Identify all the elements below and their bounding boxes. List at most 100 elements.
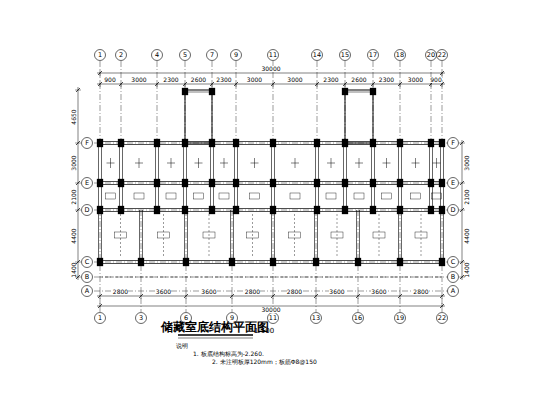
plan-line [98, 143, 99, 210]
plan-rect [270, 206, 276, 214]
plan-line [236, 81, 237, 87]
plan-line [343, 82, 347, 86]
plan-line [440, 71, 444, 75]
plan-line [119, 82, 123, 86]
plan-line [119, 143, 120, 210]
axis-bubble [82, 272, 93, 283]
plan-line [163, 214, 164, 258]
plan-rect [97, 179, 103, 187]
plan-rect [326, 193, 336, 199]
plan-rect [373, 232, 385, 238]
plan-line [212, 81, 213, 87]
axis-label: D [84, 207, 89, 214]
plan-line [295, 158, 296, 168]
plan-line [230, 294, 234, 298]
plan-rect [270, 139, 276, 147]
plan-line [234, 143, 235, 210]
plan-rect [166, 193, 176, 199]
plan-line [314, 294, 318, 298]
axis-bubble [353, 313, 364, 324]
dimension-text: 2800 [413, 289, 428, 295]
plan-rect [138, 258, 144, 266]
plan-line [440, 143, 441, 210]
plan-line [274, 210, 275, 262]
plan-rect [313, 258, 319, 266]
dimension-text: 3000 [464, 155, 470, 170]
axis-bubble [448, 272, 459, 283]
plan-rect [182, 206, 188, 214]
plan-line [94, 291, 448, 292]
plan-line [236, 61, 237, 143]
dimension-text: 2300 [163, 77, 178, 83]
dimension-text: 3000 [287, 77, 302, 83]
plan-rect [229, 258, 235, 266]
plan-line [442, 293, 443, 299]
plan-rect [154, 206, 160, 214]
plan-line [98, 294, 102, 298]
dimension-text: 3600 [329, 289, 344, 295]
axis-label: 9 [234, 52, 238, 59]
plan-line [398, 294, 402, 298]
plan-rect [342, 179, 348, 187]
plan-rect [439, 179, 445, 187]
plan-rect [331, 232, 343, 238]
plan-rect [209, 139, 215, 147]
plan-line [459, 143, 465, 144]
plan-rect [411, 193, 421, 199]
plan-line [171, 158, 172, 168]
plan-line [237, 143, 238, 210]
plan-line [75, 210, 81, 211]
plan-line [371, 143, 372, 210]
plan-line [210, 82, 214, 86]
axis-label: 17 [369, 52, 377, 59]
plan-rect [415, 232, 427, 238]
plan-rect [154, 139, 160, 147]
axis-bubble [395, 50, 406, 61]
dimension-text: 30000 [261, 307, 280, 313]
plan-line [459, 183, 465, 184]
axis-bubble [437, 50, 448, 61]
axis-label: 7 [210, 52, 214, 59]
axis-bubble [231, 50, 242, 61]
axis-bubble [368, 50, 379, 61]
plan-line [101, 210, 102, 262]
axis-label: C [451, 259, 456, 266]
axis-label: 14 [313, 52, 321, 59]
plan-line [94, 277, 448, 278]
plan-line [101, 143, 102, 210]
plan-line [356, 294, 360, 298]
plan-line [141, 293, 142, 299]
plan-rect [342, 88, 348, 95]
plan-line [254, 158, 255, 168]
plan-rect [342, 206, 348, 214]
plan-line [343, 143, 344, 210]
plan-line [121, 81, 122, 87]
plan-line [186, 143, 187, 210]
plan-line [460, 208, 464, 212]
dimension-text: 2300 [323, 77, 338, 83]
plan-rect [397, 258, 403, 266]
plan-line [209, 214, 210, 258]
plan-rect [342, 139, 348, 147]
plan-line [210, 143, 211, 210]
plan-rect [370, 88, 376, 95]
plan-line [187, 210, 188, 262]
plan-rect [97, 139, 103, 147]
plan-line [371, 82, 375, 86]
axis-label: 2 [119, 52, 123, 59]
axis-label: A [85, 288, 89, 295]
plan-line [358, 293, 359, 299]
axis-bubble [152, 50, 163, 61]
axis-bubble [268, 313, 279, 324]
dimension-text: 4650 [71, 109, 77, 124]
axis-label: C [85, 259, 90, 266]
note-text: 说明 [176, 343, 188, 349]
plan-line [271, 294, 275, 298]
dimension-text: 2800 [287, 289, 302, 295]
plan-line [198, 158, 199, 168]
axis-label: 4 [155, 52, 159, 59]
plan-rect [432, 193, 442, 199]
axis-label: 3 [139, 315, 143, 322]
axis-bubble [82, 205, 93, 216]
